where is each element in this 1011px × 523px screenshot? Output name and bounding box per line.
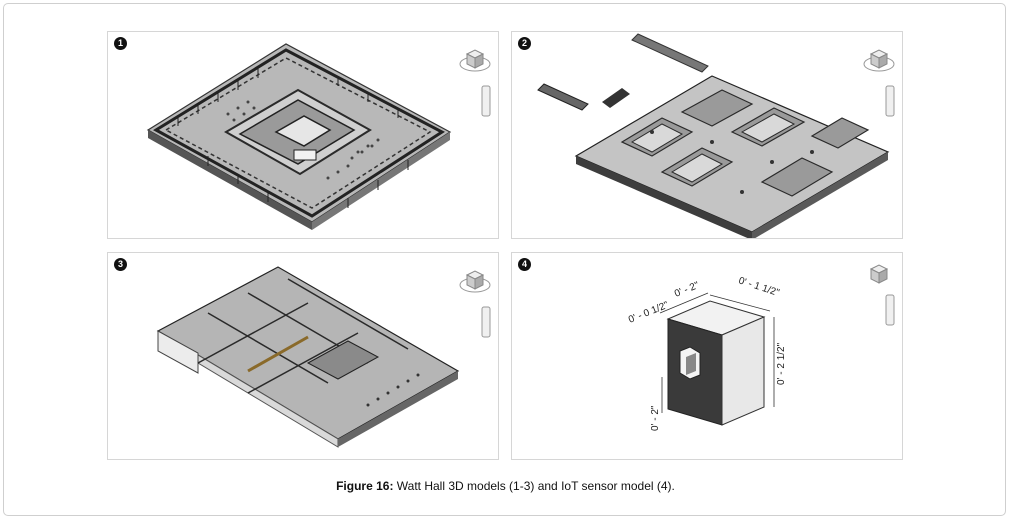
panel-number-badge: 1	[114, 37, 127, 50]
panel-number-badge: 4	[518, 258, 531, 271]
dimension-label: 0' - 2"	[673, 280, 701, 300]
watt-hall-model-2	[537, 33, 890, 238]
dimension-label: 0' - 2"	[650, 405, 661, 431]
caption-label: Figure 16:	[336, 479, 394, 493]
navigation-bar-icon	[481, 85, 491, 117]
dimension-label: 0' - 2 1/2"	[776, 342, 787, 385]
iot-sensor-model: 0' - 0 1/2" 0' - 2" 0' - 1 1/2" 0' - 2 1…	[627, 275, 787, 431]
navigation-bar-icon	[885, 85, 895, 117]
panel-number-badge: 3	[114, 258, 127, 271]
dimension-label: 0' - 0 1/2"	[627, 300, 671, 326]
panel-model-3: 3	[107, 252, 499, 460]
caption-text: Watt Hall 3D models (1-3) and IoT sensor…	[393, 479, 675, 493]
figure-caption: Figure 16: Watt Hall 3D models (1-3) and…	[0, 479, 1011, 493]
viewcube-icon[interactable]	[458, 257, 492, 347]
navigation-bar-icon	[885, 294, 895, 326]
watt-hall-model-3	[156, 266, 460, 448]
navigation-bar-icon	[481, 306, 491, 338]
watt-hall-model-1	[146, 43, 452, 230]
panel-model-1: 1	[107, 31, 499, 239]
panel-number-badge: 2	[518, 37, 531, 50]
viewcube-icon[interactable]	[862, 36, 896, 126]
panel-sensor-model: 4 0' - 0 1/2" 0' - 2" 0' - 1 1/2" 0' - 2…	[511, 252, 903, 460]
viewcube-icon[interactable]	[458, 36, 492, 126]
dimension-label: 0' - 1 1/2"	[737, 275, 781, 299]
panel-model-2: 2	[511, 31, 903, 239]
viewcube-icon[interactable]	[862, 257, 896, 347]
